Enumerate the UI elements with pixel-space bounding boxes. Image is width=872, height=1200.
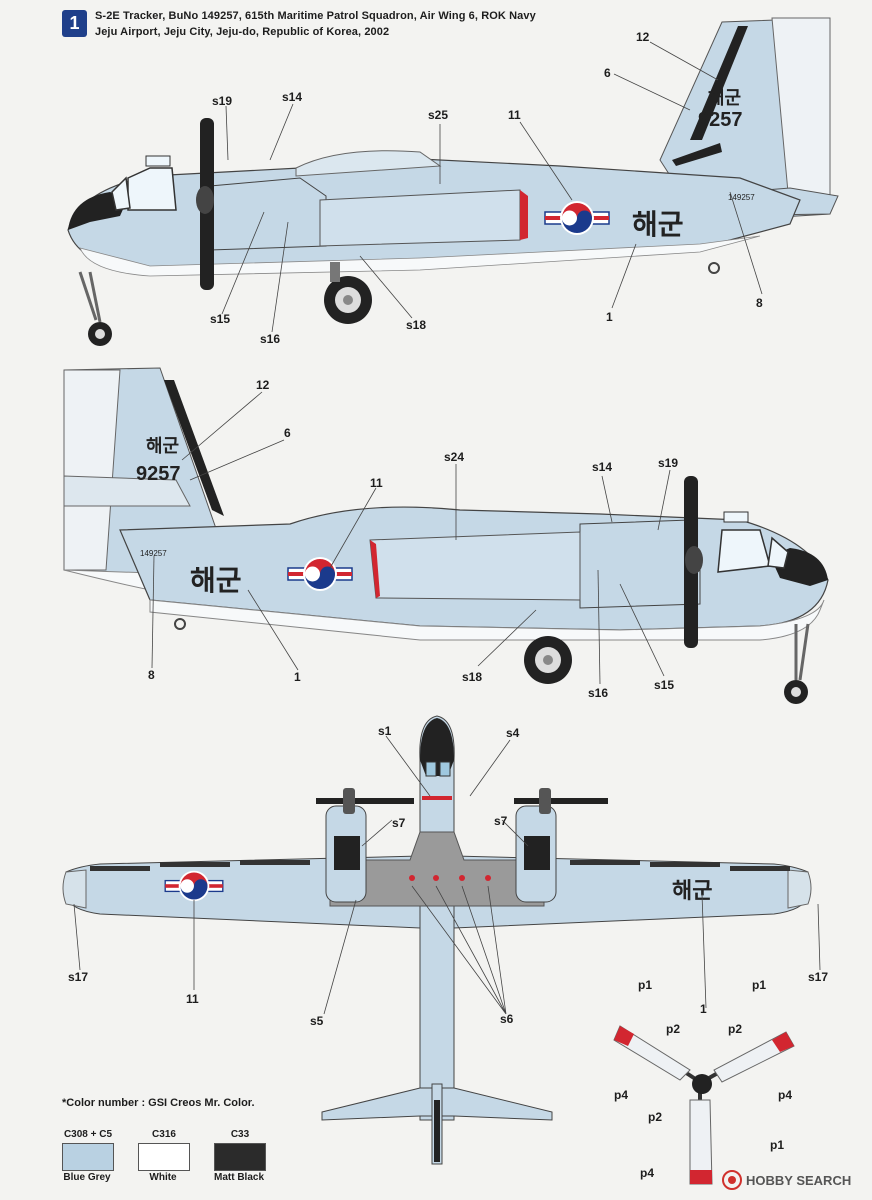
swatch-name-white: White: [149, 1172, 177, 1183]
hangul-tail-left: 해군: [708, 88, 741, 109]
hangul-fuselage-right: 해군: [190, 564, 242, 597]
callout-11-side1: 11: [508, 108, 521, 122]
hangul-fuselage-left: 해군: [632, 208, 684, 241]
callout-p2-b: p2: [728, 1022, 743, 1036]
callout-s19-side2: s19: [658, 456, 679, 470]
buno-left: 149257: [728, 193, 755, 202]
callout-p4-b: p4: [778, 1088, 793, 1102]
callout-p1-c: p1: [770, 1138, 785, 1152]
callout-s14-side2: s14: [592, 460, 613, 474]
watermark-text: HOBBY SEARCH: [746, 1172, 852, 1188]
callout-p4-a: p4: [614, 1088, 629, 1102]
callout-s15-side2: s15: [654, 678, 675, 692]
callout-s25-side1: s25: [428, 108, 449, 122]
callout-6-side2: 6: [284, 426, 291, 440]
callout-11-top: 11: [186, 992, 199, 1006]
callout-6-side1: 6: [604, 66, 611, 80]
color-note: *Color number : GSI Creos Mr. Color.: [62, 1097, 255, 1109]
swatch-name-blue-grey: Blue Grey: [63, 1172, 111, 1183]
swatch-name-matt-black: Matt Black: [213, 1172, 264, 1183]
tail-number-right: 9257: [136, 463, 181, 485]
callout-s7-right-top: s7: [494, 814, 508, 828]
callout-p4-c: p4: [640, 1166, 655, 1180]
callout-s24-side2: s24: [444, 450, 465, 464]
hobbysearch-logo-icon: [722, 1170, 742, 1190]
callout-s16-side2: s16: [588, 686, 609, 700]
callout-p1-a: p1: [638, 978, 653, 992]
callout-s4-top: s4: [506, 726, 520, 740]
callout-s18-side2: s18: [462, 670, 483, 684]
swatch-code-white: C316: [152, 1129, 176, 1140]
callout-12-side1: 12: [636, 30, 650, 44]
swatch-code-blue-grey: C308 + C5: [63, 1129, 113, 1140]
tail-number-left: 9257: [698, 109, 743, 131]
swatch-white: [138, 1143, 190, 1171]
hangul-tail-right: 해군: [146, 436, 179, 457]
callout-s7-left-top: s7: [392, 816, 406, 830]
side-view-right: 해군 해군 9257 149257: [63, 367, 829, 704]
swatch-matt-black: [214, 1143, 266, 1171]
propeller-detail: [613, 1025, 795, 1185]
side-view-left: 해군 해군 9257 149257: [67, 17, 839, 346]
swatch-code-matt-black: C33: [230, 1129, 250, 1140]
watermark: HOBBY SEARCH: [722, 1170, 851, 1190]
callout-p2-a: p2: [666, 1022, 681, 1036]
callout-s5-top: s5: [310, 1014, 324, 1028]
callout-1-side2: 1: [294, 670, 301, 684]
callout-8-side1: 8: [756, 296, 763, 310]
swatch-blue-grey: [62, 1143, 114, 1171]
callout-1-side1: 1: [606, 310, 613, 324]
callout-11-side2: 11: [370, 476, 383, 490]
buno-right: 149257: [140, 549, 167, 558]
callout-s17-right-top: s17: [808, 970, 829, 984]
callout-s1-top: s1: [378, 724, 392, 738]
callout-s16-side1: s16: [260, 332, 281, 346]
callout-s18-side1: s18: [406, 318, 427, 332]
callout-s15-side1: s15: [210, 312, 231, 326]
callout-1-top: 1: [700, 1002, 707, 1016]
profile-subtitle: Jeju Airport, Jeju City, Jeju-do, Republ…: [95, 26, 390, 38]
callout-s17-left-top: s17: [68, 970, 89, 984]
callout-s6-top: s6: [500, 1012, 514, 1026]
callout-s14-side1: s14: [282, 90, 303, 104]
callout-p2-c: p2: [648, 1110, 663, 1124]
hangul-wing: 해군: [672, 879, 712, 904]
callout-12-side2: 12: [256, 378, 270, 392]
callout-s19-side1: s19: [212, 94, 233, 108]
profile-number-badge: 1: [62, 10, 87, 37]
profile-title: S-2E Tracker, BuNo 149257, 615th Maritim…: [95, 10, 536, 22]
top-view: 해군: [62, 715, 812, 1165]
callout-8-side2: 8: [148, 668, 155, 682]
callout-p1-b: p1: [752, 978, 767, 992]
